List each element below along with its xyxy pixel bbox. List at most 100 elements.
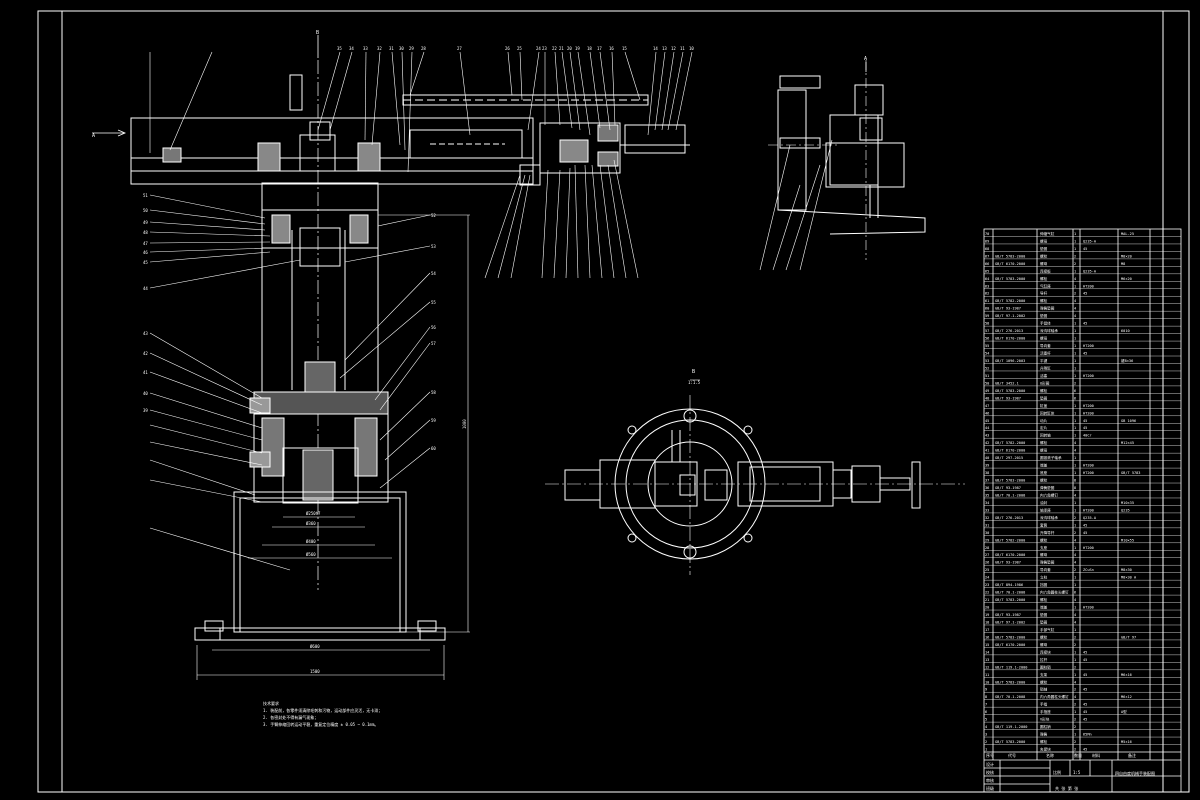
- bom-row-name: 升降缸: [1040, 365, 1051, 370]
- bom-row-name: 立柱: [1040, 575, 1048, 580]
- bom-row-qty: 1: [1074, 239, 1076, 243]
- bom-row-name: 螺栓: [1040, 634, 1048, 639]
- bom-row-material: ZCuSn: [1083, 568, 1094, 572]
- bom-row-name: 连接块: [1040, 649, 1051, 654]
- bom-row-no: 33: [985, 508, 989, 512]
- view-b-arrow-label: B: [316, 30, 319, 36]
- bom-row-qty: 1: [1074, 419, 1076, 423]
- bom-row-qty: 2: [1074, 516, 1076, 520]
- bom-row-qty: 4: [1074, 680, 1076, 684]
- bom-row-qty: 1: [1074, 673, 1076, 677]
- balloon-top-29: 29: [409, 46, 414, 51]
- bom-row-qty: 4: [1074, 538, 1076, 542]
- bom-row-no: 62: [985, 292, 989, 296]
- bom-row-qty: 1: [1074, 501, 1076, 505]
- bom-row-qty: 4: [1074, 561, 1076, 565]
- bom-row-code: GB/T 5783-2000: [995, 254, 1025, 258]
- view-a-arrow-label: A: [92, 133, 95, 139]
- bom-row-material: Q235-A: [1083, 269, 1097, 273]
- bom-row-qty: 1: [1074, 337, 1076, 341]
- bom-row-note: M6×20: [1121, 277, 1132, 281]
- bom-row-name: 螺母: [1040, 238, 1048, 243]
- bom-row-qty: 1: [1074, 471, 1076, 475]
- bom-row-no: 19: [985, 613, 989, 617]
- bom-row-qty: 1: [1074, 576, 1076, 580]
- bom-row-qty: 1: [1074, 426, 1076, 430]
- bom-row-name: 内六角圆柱头螺钉: [1040, 590, 1069, 595]
- bom-row-name: 螺栓: [1040, 253, 1048, 258]
- bom-row-material: 45: [1083, 673, 1087, 677]
- bom-row-name: 轴承座: [1040, 507, 1051, 512]
- bom-row-material: 45: [1083, 523, 1087, 527]
- bom-row-note: M10×35: [1121, 501, 1134, 505]
- bom-row-material: 45: [1083, 650, 1087, 654]
- bom-row-no: 69: [985, 239, 989, 243]
- balloon-top-33: 33: [363, 46, 368, 51]
- bom-row-name: 回转缸体: [1040, 410, 1055, 415]
- bom-row-code: GB/T 276-2013: [995, 516, 1023, 520]
- bom-row-note: GB 1096: [1121, 419, 1136, 423]
- bom-row-no: 37: [985, 479, 989, 483]
- bom-row-name: 挡圈: [1040, 582, 1048, 587]
- bom-row-no: 40: [985, 456, 989, 460]
- bom-row-qty: 1: [1074, 269, 1076, 273]
- balloon-top-16: 16: [609, 46, 614, 51]
- bom-row-name: 螺栓: [1040, 276, 1048, 281]
- bom-row-qty: 1: [1074, 404, 1076, 408]
- bom-row-qty: 4: [1074, 277, 1076, 281]
- bom-row-name: 内六角螺钉: [1040, 492, 1058, 497]
- title-scale-label: 比例: [1053, 769, 1061, 775]
- bom-row-name: 垫圈: [1040, 619, 1048, 624]
- bom-row-qty: 2: [1074, 531, 1076, 535]
- bom-row-no: 42: [985, 441, 989, 445]
- balloon-top-12: 12: [671, 46, 676, 51]
- bom-row-code: GB/T 6170-2000: [995, 449, 1025, 453]
- bom-row-qty: 4: [1074, 307, 1076, 311]
- balloon-left-48: 48: [143, 230, 148, 235]
- title-sheet: 共 张 第 张: [1055, 785, 1078, 791]
- bom-row-material: 45: [1083, 703, 1087, 707]
- bom-row-qty: 8: [1074, 479, 1076, 483]
- bom-row-code: GB/T 894-1986: [995, 583, 1023, 587]
- bom-row-code: GB/T 5782-2000: [995, 538, 1025, 542]
- bom-row-code: GB/T 6170-2000: [995, 643, 1025, 647]
- bom-row-name: 螺母: [1040, 336, 1048, 341]
- bom-row-no: 4: [985, 725, 987, 729]
- bom-row-qty: 6: [1074, 591, 1076, 595]
- bom-row-name: 油封: [1040, 500, 1048, 505]
- bom-row-qty: 1: [1074, 247, 1076, 251]
- bom-row-name: 平键: [1040, 358, 1048, 363]
- bom-header-no: 序号: [986, 752, 994, 758]
- balloon-top-26: 26: [505, 46, 510, 51]
- bom-row-no: 65: [985, 269, 989, 273]
- bom-row-name: 气缸座: [1040, 283, 1051, 288]
- dimension-d3: Ø400: [306, 539, 316, 544]
- bom-row-code: GB/T 5783-2000: [995, 635, 1025, 639]
- bom-row-name: 伸缩气缸: [1040, 231, 1055, 236]
- bom-row-code: GB/T 93-1987: [995, 613, 1021, 617]
- bom-row-name: 动片: [1040, 418, 1048, 423]
- bom-row-material: 45: [1083, 718, 1087, 722]
- bom-header-material: 材料: [1092, 752, 1100, 758]
- bom-row-qty: 2: [1074, 748, 1076, 752]
- balloon-top-13: 13: [662, 46, 667, 51]
- bom-row-material: 45: [1083, 531, 1087, 535]
- bom-row-name: 手部气缸: [1040, 627, 1055, 632]
- bom-row-qty: 6: [1074, 389, 1076, 393]
- bom-row-material: 45: [1083, 247, 1087, 251]
- balloon-top-23: 23: [542, 46, 547, 51]
- bom-row-material: HT200: [1083, 284, 1094, 288]
- bom-row-name: 螺栓: [1040, 679, 1048, 684]
- bom-row-no: 48: [985, 396, 989, 400]
- bom-row-no: 10: [985, 680, 989, 684]
- bom-row-qty: 1: [1074, 322, 1076, 326]
- bom-row-material: 45: [1083, 419, 1087, 423]
- arm-cylinder: [409, 129, 523, 159]
- bom-row-material: HT200: [1083, 606, 1094, 610]
- balloon-top-14: 14: [653, 46, 658, 51]
- bom-row-qty: 4: [1074, 299, 1076, 303]
- bom-row-name: 螺母: [1040, 642, 1048, 647]
- bom-row-qty: 1: [1074, 508, 1076, 512]
- bom-row-qty: 1: [1074, 359, 1076, 363]
- dimension-h1: 1000: [462, 419, 467, 429]
